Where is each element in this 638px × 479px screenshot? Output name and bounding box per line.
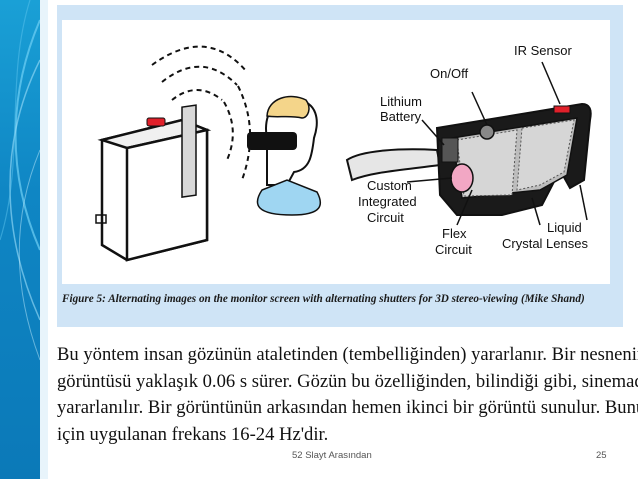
slide-footer-text: 52 Slayt Arasından <box>292 450 372 461</box>
label-on-off: On/Off <box>430 66 468 81</box>
sidebar-decoration <box>0 0 40 479</box>
label-integrated: Integrated <box>358 194 417 209</box>
viewer-head-illustration <box>247 95 322 216</box>
stereo-shutter-diagram: IR Sensor On/Off Lithium Battery Custom … <box>95 43 592 262</box>
label-flex: Flex <box>442 226 467 241</box>
label-battery: Battery <box>380 109 422 124</box>
sidebar-swirl-graphic <box>0 0 40 361</box>
figure-caption: Figure 5: Alternating images on the moni… <box>62 293 585 305</box>
label-crystal-lenses: Crystal Lenses <box>502 236 588 251</box>
label-liquid: Liquid <box>547 220 582 235</box>
label-leader-lines <box>406 61 588 226</box>
shutter-glasses-illustration <box>345 102 592 216</box>
label-circuit: Circuit <box>367 210 404 225</box>
label-custom: Custom <box>367 178 412 193</box>
slide-body-text: Bu yöntem insan gözünün ataletinden (tem… <box>57 342 638 448</box>
body-line: Bu yöntem insan gözünün ataletinden (tem… <box>57 344 638 365</box>
body-line: için uygulanan frekans 16-24 Hz'dir. <box>57 423 329 445</box>
label-lithium: Lithium <box>380 94 422 109</box>
label-flex-circuit: Circuit <box>435 242 472 257</box>
body-line: görüntüsü yaklaşık 0.06 s sürer. Gözün b… <box>57 370 638 392</box>
slide-page-number: 25 <box>596 450 607 461</box>
body-line: yararlanılır. Bir görüntünün arkasından … <box>57 397 638 418</box>
infrared-signal-arcs <box>151 45 252 181</box>
sidebar-edge <box>40 0 48 479</box>
label-ir-sensor: IR Sensor <box>514 43 572 58</box>
monitor-illustration <box>95 104 212 262</box>
